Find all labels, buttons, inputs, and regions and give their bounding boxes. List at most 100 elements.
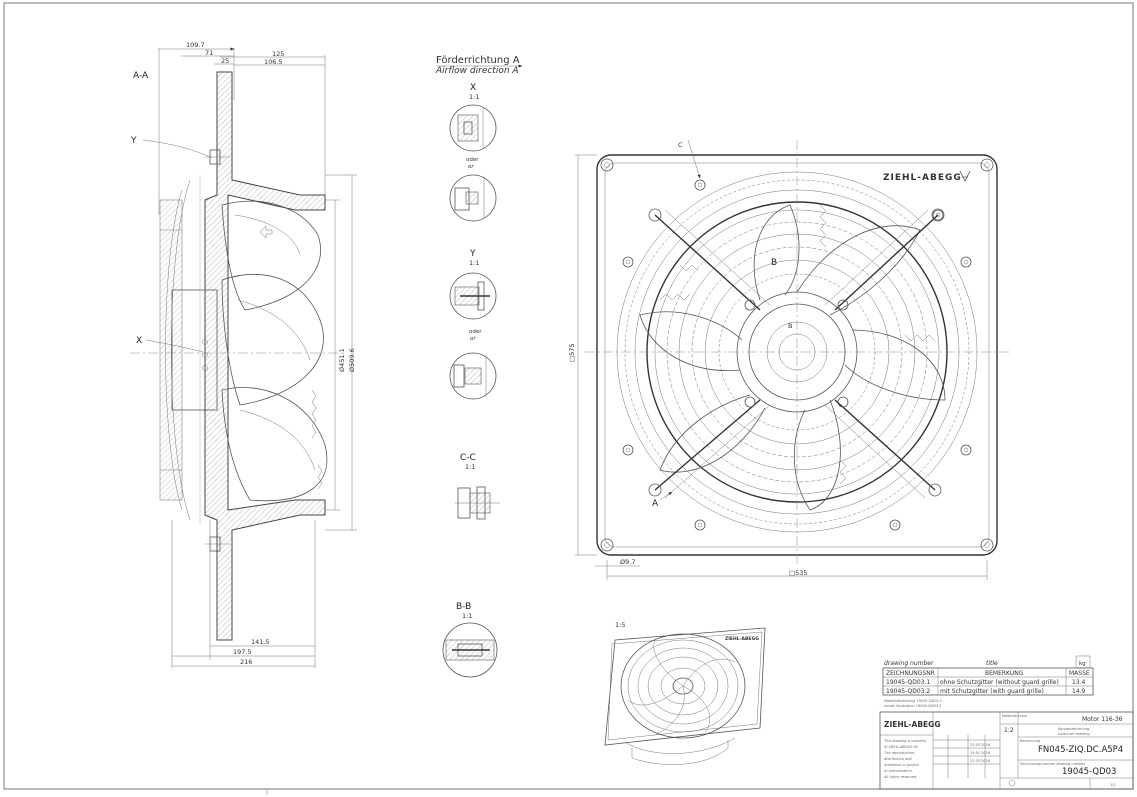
detail-oder-1: oder [466,157,479,163]
section-aa-label: A-A [133,71,149,81]
iso-plate [604,627,766,746]
front-dimensions: □575 □535 Ø9.7 [568,154,988,580]
detail-or-2: or [470,336,476,342]
scale-value: 1:2 [1004,727,1014,734]
dim-diameter-1: Ø451.1 [338,348,346,372]
model-illustration-en: model illustration 19045-QD03.2 [884,704,942,708]
detail-oder-2: oder [469,329,482,335]
table-row-2-number: 19045-QD03.2 [886,688,930,695]
scale-label: Maßstab scale [1002,714,1027,718]
detail-cc-drawing [455,486,500,520]
iso-brand: ZIEHL-ABEGG [725,636,759,642]
callout-x-label: X [136,336,142,346]
doc-type-en: customer drawing [1058,732,1090,736]
detail-x-alt-drawing [449,174,497,222]
dim-diameter-2: Ø509.6 [348,348,356,372]
detail-y-drawing [449,272,497,320]
table-row-1-mass: 13.4 [1072,679,1086,686]
detail-y-alt-drawing [449,352,497,400]
dim-top-5: 106.5 [264,58,283,66]
isometric-view: 1:5 ZIEHL-ABEGG [604,621,766,765]
front-view: ZIEHL-ABEGG [568,139,1010,580]
marker-c: C [678,141,683,149]
table-row-2-remark: mit Schutzgitter (with guard grille) [940,688,1044,695]
iso-scale: 1:5 [615,621,625,629]
table-header-number: ZEICHNUNGSNR [886,670,935,677]
corner-holes [600,158,994,552]
detail-bb-scale: 1:1 [462,612,472,620]
support-struts [648,208,945,499]
top-dimensions: 109.7 71 25 125 106.5 [158,41,326,215]
dim-top-3: 25 [221,57,229,65]
detail-x-drawing [449,104,497,152]
table-row-2-mass: 14.9 [1072,688,1086,695]
property-line-6: to authorization. [884,769,913,773]
number-label: Zeichnungsnummer drawing number [1020,762,1086,766]
bottom-dimensions: 141.5 197.5 216 [171,520,316,668]
model-illustration-de: Modelldarstellung 19045-QD03.2 [884,699,942,703]
detail-y-label: Y [469,249,476,259]
doc-type-de: Kundenzeichnung [1058,727,1089,731]
marker-a-arrow [659,491,673,501]
name-label: Benennung [1020,739,1040,743]
dim-hole-diameter: Ø9.7 [620,558,635,566]
detail-views: X 1:1 oder or Y 1:1 oder or [442,83,500,678]
property-line-2: of ZIEHL-ABEGG SE. [884,745,919,749]
table-row-1-number: 19045-QD03.1 [886,679,930,686]
iso-grille [620,633,746,739]
dim-top-4: 125 [272,50,284,58]
callout-y-leader [142,139,213,159]
fasteners-side [205,149,230,552]
detail-cc-label: C-C [460,453,476,463]
marker-b-2: B [788,322,792,330]
detail-x-label: X [470,83,476,93]
section-aa-view: A-A Y X 109.7 71 25 125 106.5 [130,41,357,668]
marker-a: A [652,499,659,509]
table-header-remark: BEMERKUNG [985,670,1024,677]
date-1: 23.03.2016 [970,743,990,747]
property-line-5: utilization is subject [884,763,920,767]
date-3: 23.03.2016 [970,759,990,763]
marker-c-arrow [687,139,701,179]
airflow-label-de: Förderrichtung A [436,55,520,66]
sheet-number: 1/1 [1110,783,1116,787]
drawing-number: 19045-QD03 [1062,767,1116,777]
detail-or-1: or [468,164,474,170]
variants-table: drawing number title kg ZEICHNUNGSNR BEM… [882,655,1094,708]
dim-bottom-3: 216 [240,658,252,666]
callout-y-label: Y [130,136,137,146]
table-header-mass: MASSE [1069,670,1090,677]
detail-x-scale: 1:1 [469,93,479,101]
iso-blades [627,639,736,736]
housing-plate [204,71,326,641]
property-line-7: All rights reserved. [883,775,917,779]
table-unit: kg [1079,661,1086,667]
diameter-dimensions: Ø451.1 Ø509.6 [325,174,357,531]
table-col-title: title [986,660,998,667]
title-block: ZIEHL-ABEGG This drawing is property of … [879,711,1134,790]
marker-b-1: B [771,258,777,268]
property-line-3: The reproduction, [884,751,915,755]
dim-top-1: 109.7 [186,41,205,49]
dim-top-2: 71 [205,49,213,57]
brand-logo-icon [959,170,971,182]
table-row-1-remark: ohne Schutzgitter (without guard grille) [940,679,1059,686]
property-line-1: This drawing is property [884,739,927,743]
detail-y-scale: 1:1 [469,259,479,267]
title-block-brand: ZIEHL-ABEGG [884,720,940,729]
detail-bb-label: B-B [456,602,471,612]
date-2: 15.01.2016 [970,751,990,755]
front-brand-logo: ZIEHL-ABEGG [883,173,962,183]
property-line-4: distribution and [884,757,912,761]
fan-blades-front [639,204,946,511]
dim-bottom-1: 141.5 [251,638,270,646]
dim-plate-height: □575 [568,343,576,362]
dim-bottom-2: 197.5 [233,648,252,656]
dim-plate-width: □535 [789,569,808,577]
designation: FN045-ZIQ.DC.A5P4 [1038,745,1123,755]
projection-symbol-icon [1008,779,1016,787]
motor-type: Motor 116-36 [1082,716,1123,723]
detail-bb-drawing [442,622,498,678]
airflow-label-en: Airflow direction A [435,66,519,76]
